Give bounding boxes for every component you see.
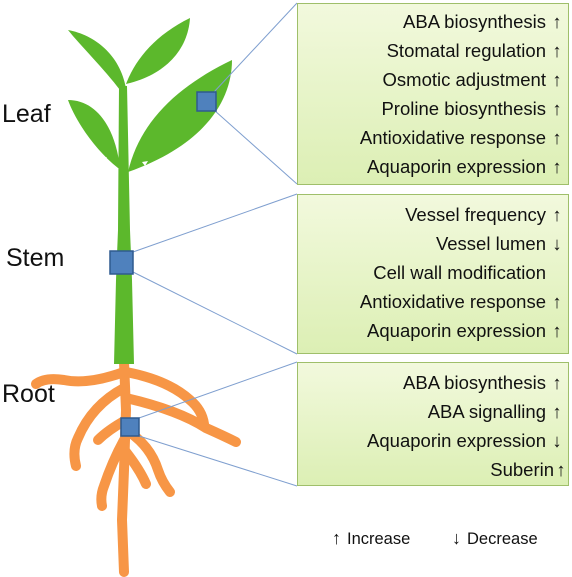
connector-root-top [138,361,298,419]
leaf-mid-right [128,60,232,172]
decrease-arrow-icon: ↓ [452,528,461,548]
root-right-long [121,393,241,447]
connector-lines [132,2,298,487]
panel-row: Cell wall modification [373,262,546,283]
panel-row: Vessel frequency↑ [405,200,568,229]
label-leaf: Leaf [2,100,51,128]
leaf-mid-left [68,100,120,168]
legend-decrease: ↓Decrease [452,528,538,548]
root-system [31,357,241,577]
increase-arrow-icon: ↑ [552,98,562,119]
increase-arrow-icon: ↑ [552,69,562,90]
connector-root-bottom [138,435,298,487]
panel-row: Aquaporin expression↑ [367,152,568,181]
panel-row: Aquaporin expression↓ [367,426,568,455]
panel-row: Proline biosynthesis↑ [381,94,568,123]
panel-row: Aquaporin expression↑ [367,316,568,345]
increase-arrow-icon: ↑ [552,11,562,32]
connector-leaf-top [213,2,298,93]
connector-leaf-bottom [213,109,298,185]
increase-arrow-icon: ↑ [552,127,562,148]
panel-root: ABA biosynthesis↑ ABA signalling↑ Aquapo… [297,362,569,486]
panel-row: Antioxidative response↑ [360,123,568,152]
panel-row: Stomatal regulation↑ [387,36,568,65]
increase-arrow-icon: ↑ [552,401,562,422]
increase-arrow-icon: ↑ [552,40,562,61]
increase-arrow-icon: ↑ [552,156,562,177]
marker-stem [109,250,134,275]
label-stem: Stem [6,244,65,272]
panel-row: ABA biosynthesis↑ [403,7,568,36]
increase-arrow-icon: ↑ [552,372,562,393]
connector-stem-bottom [132,271,298,355]
root-lower-left [96,435,129,511]
root-left-mid [69,383,129,471]
decrease-arrow-icon: ↓ [552,233,562,254]
root-left-upper [31,367,129,389]
panel-row: ABA biosynthesis↑ [403,368,568,397]
increase-arrow-icon: ↑ [332,528,341,548]
stem [114,86,134,364]
increase-arrow-icon: ↑ [552,320,562,341]
leaf-top-right [126,18,190,84]
increase-arrow-icon: ↑ [556,459,566,480]
marker-leaf [196,91,217,112]
leaf-notches [95,76,148,166]
connector-stem-top [132,193,298,253]
legend-increase: ↑Increase [332,528,411,548]
decrease-arrow-icon: ↓ [552,430,562,451]
marker-root [120,417,140,437]
root-right-mid [121,425,175,497]
leaves [68,18,232,172]
panel-row: ABA signalling↑ [428,397,568,426]
increase-arrow-icon: ↑ [552,204,562,225]
leaf-top-left [68,30,126,90]
root-lower-right [121,447,151,489]
panel-stem: Vessel frequency↑ Vessel lumen↓ Cell wal… [297,194,569,354]
panel-row: Antioxidative response↑ [360,287,568,316]
panel-row: Osmotic adjustment↑ [383,65,568,94]
panel-leaf: ABA biosynthesis↑ Stomatal regulation↑ O… [297,3,569,185]
increase-arrow-icon: ↑ [552,291,562,312]
panel-row: Vessel lumen↓ [436,229,568,258]
label-root: Root [2,380,55,408]
panel-row: Suberin↑ [490,455,568,484]
